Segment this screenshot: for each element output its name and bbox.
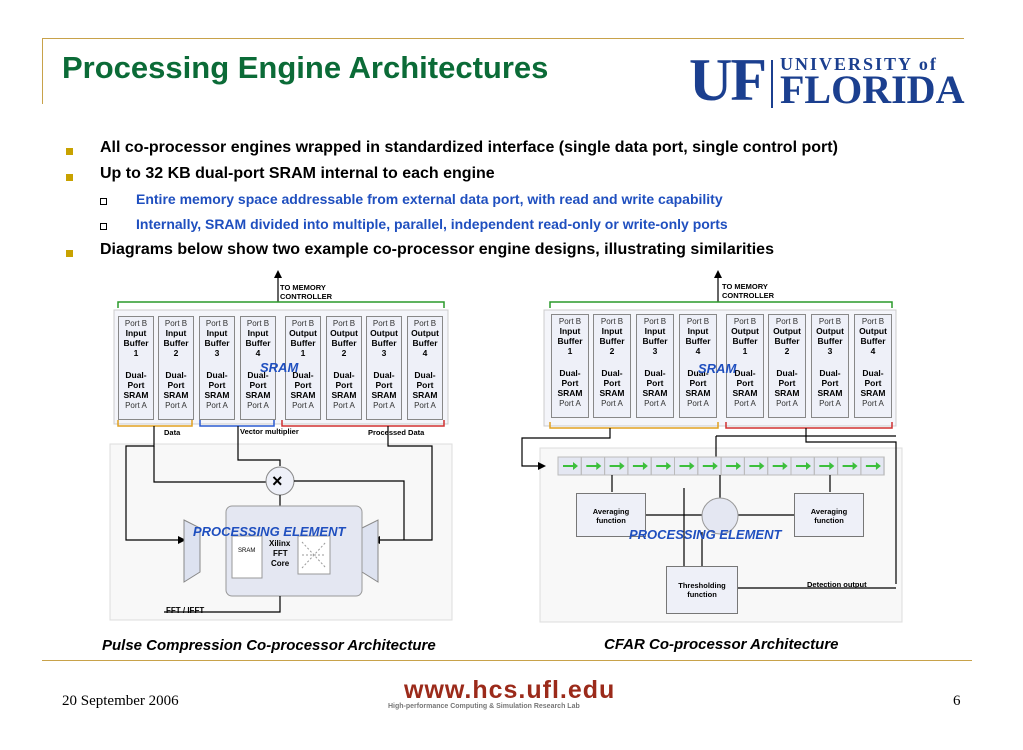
bullet-marker — [66, 250, 73, 257]
shift-register-cell — [860, 456, 885, 476]
footer-rule — [42, 660, 972, 661]
processing-element-label: PROCESSING ELEMENT — [193, 524, 346, 539]
shift-arrowhead-icon — [782, 462, 788, 470]
detection-output-label: Detection output — [807, 580, 867, 589]
page-number: 6 — [953, 693, 961, 709]
caption-cfar: CFAR Co-processor Architecture — [604, 636, 839, 653]
sub-bullet-item: Entire memory space addressable from ext… — [136, 191, 723, 207]
to-memory-label: TO MEMORY — [280, 283, 326, 292]
bullet-item: Diagrams below show two example co-proce… — [100, 241, 774, 258]
bullet-marker — [66, 148, 73, 155]
averaging-function-left: Averaging function — [576, 493, 646, 537]
shift-arrowhead-icon — [829, 462, 835, 470]
logo-university-text: UNIVERSITY of — [780, 54, 938, 74]
slide-title: Processing Engine Architectures — [62, 50, 549, 85]
controller-label-right: CONTROLLER — [722, 291, 775, 300]
multiply-icon: × — [272, 471, 283, 491]
shift-arrowhead-icon — [806, 462, 811, 470]
shift-arrowhead-icon — [642, 462, 648, 470]
shift-arrowhead-icon — [736, 462, 742, 470]
bullet-item: Up to 32 KB dual-port SRAM internal to e… — [100, 165, 495, 182]
controller-label: CONTROLLER — [280, 292, 333, 301]
vector-multiplier-label: Vector multiplier — [240, 427, 299, 436]
shift-arrowhead-icon — [712, 462, 718, 470]
cfar-processing-element-label: PROCESSING ELEMENT — [629, 527, 782, 542]
sram-small-label: SRAM — [238, 548, 256, 554]
shift-arrowhead-icon — [596, 462, 602, 470]
bullet-marker — [66, 174, 73, 181]
fft-label: FFT — [273, 549, 288, 558]
cfar-sram-label: SRAM — [698, 361, 737, 376]
bullet-item: All co-processor engines wrapped in stan… — [100, 139, 838, 156]
fft-ifft-label: FFT / IFFT — [166, 606, 205, 615]
to-memory-label-right: TO MEMORY — [722, 282, 768, 291]
uf-logo-mark: UF — [689, 47, 767, 113]
shift-arrowhead-icon — [619, 462, 625, 470]
logo-divider — [771, 60, 773, 108]
footer-url[interactable]: www.hcs.ufl.edu — [404, 676, 616, 704]
averaging-function-right: Averaging function — [794, 493, 864, 537]
caption-pulse-compression: Pulse Compression Co-processor Architect… — [102, 637, 436, 654]
processed-data-label: Processed Data — [368, 428, 425, 437]
footer-lab-name: High-performance Computing & Simulation … — [388, 703, 580, 710]
header-rule-left — [42, 38, 43, 104]
sub-bullet-item: Internally, SRAM divided into multiple, … — [136, 216, 728, 232]
shift-arrowhead-icon — [852, 462, 858, 470]
sram-label: SRAM — [260, 360, 299, 375]
sub-bullet-marker — [100, 198, 107, 205]
header-rule — [42, 38, 964, 39]
logo-florida-text: FLORIDA — [780, 67, 965, 112]
data-label: Data — [164, 428, 181, 437]
shift-arrowhead-icon — [689, 462, 695, 470]
thresholding-function: Thresholding function — [666, 566, 738, 614]
shift-arrowhead-icon — [759, 462, 765, 470]
sub-bullet-marker — [100, 223, 107, 230]
shift-arrowhead-icon — [666, 462, 672, 470]
shift-arrowhead-icon — [875, 462, 881, 470]
shift-arrowhead-icon — [573, 462, 578, 470]
core-label: Core — [271, 559, 290, 568]
xilinx-label: Xilinx — [269, 539, 291, 548]
footer-date: 20 September 2006 — [62, 693, 179, 709]
